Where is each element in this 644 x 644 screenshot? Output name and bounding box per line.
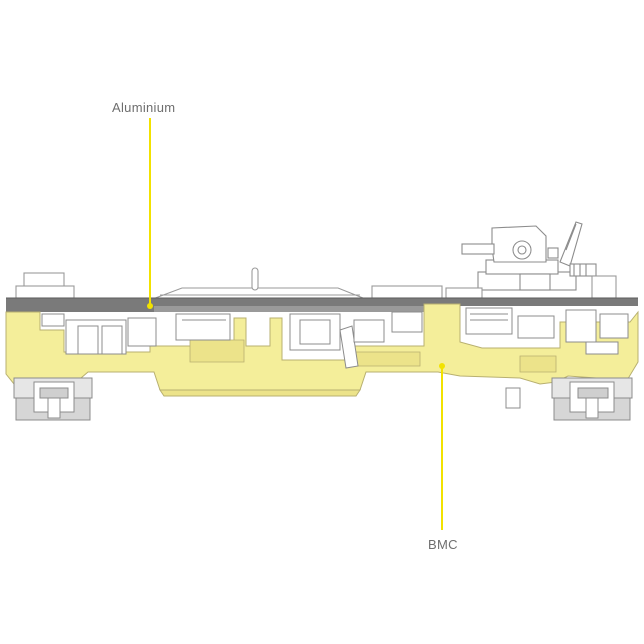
aluminium-callout-dot (147, 303, 153, 309)
tonearm-assembly (461, 221, 597, 291)
internal-components (41, 307, 629, 369)
callout-lines (147, 118, 445, 530)
bmc-callout-dot (439, 363, 445, 369)
bmc-callout-label: BMC (428, 537, 458, 552)
aluminium-callout-label: Aluminium (112, 100, 176, 115)
aluminium-top-plate (6, 297, 638, 312)
right-insulator-foot (505, 377, 633, 421)
left-insulator-foot (13, 377, 93, 421)
